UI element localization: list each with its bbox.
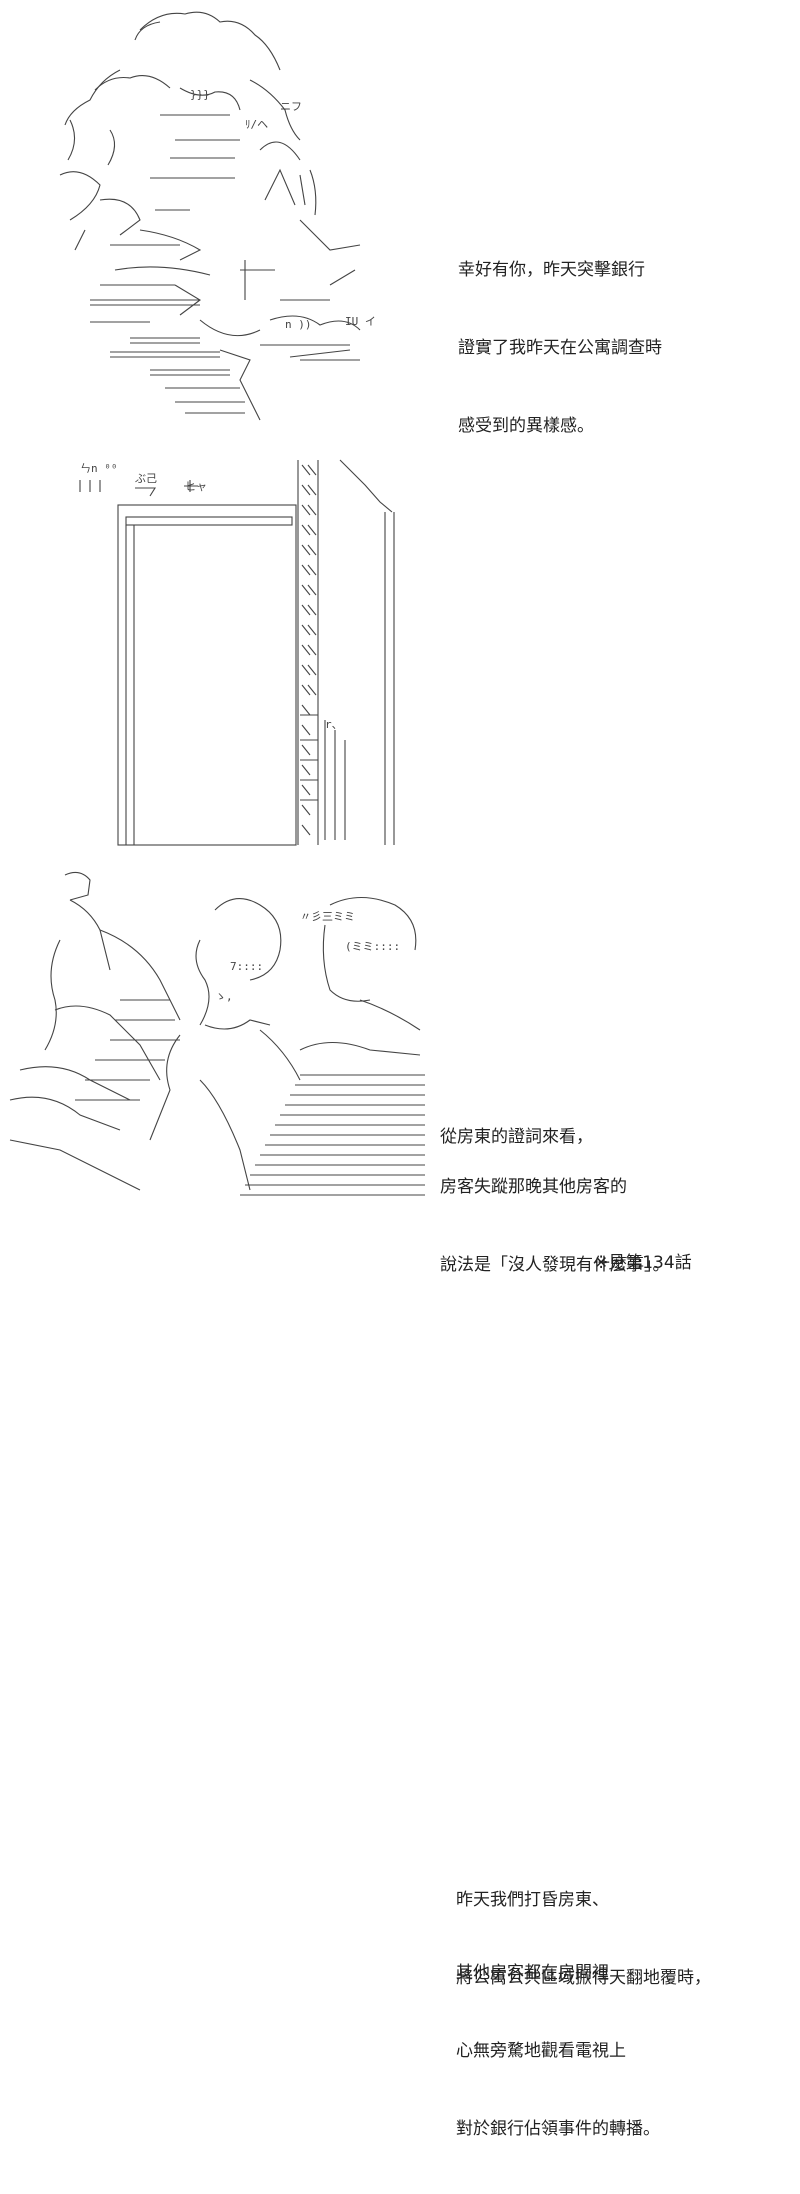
caption-line: 幸好有你，昨天突擊銀行: [458, 260, 645, 280]
dialogue-caption: 幸好有你，昨天突擊銀行 證實了我昨天在公寓調查時 感受到的異樣感。: [458, 205, 662, 491]
svg-text:(ミミ::::: (ミミ::::: [345, 940, 400, 953]
crowd-watching-tv-ascii-art: 7:::: ゝ, 〃彡三ミミ (ミミ::::: [9, 871, 425, 1196]
reference-note-text: ※見第134話: [594, 1253, 692, 1273]
svg-text:〃彡三ミミ: 〃彡三ミミ: [300, 910, 355, 923]
apartment-doorway-ascii-art: ㄣn ⁰⁰ ぶ己 ヒャ r、: [79, 459, 395, 846]
svg-text:ニフ: ニフ: [280, 100, 302, 113]
narration-caption: 從房東的證詞來看，: [440, 1072, 593, 1202]
manga-panel-1: n )) IU イ ニフ ﾘ/ヘ }}} 幸好有你，昨天突擊銀行 證實了我昨天在…: [0, 0, 800, 440]
svg-text:IU イ: IU イ: [345, 315, 376, 328]
caption-line: 從房東的證詞來看，: [440, 1127, 593, 1147]
manga-panel-2: ㄣn ⁰⁰ ぶ己 ヒャ r、 從房東的證詞來看， 房客失蹤那晚其他房客的 說法是…: [0, 440, 800, 1275]
caption-line: 感受到的異樣感。: [458, 416, 594, 436]
svg-text:r、: r、: [325, 718, 343, 731]
manga-panel-3: 7:::: ゝ, 〃彡三ミミ (ミミ:::: 昨天我們打昏房東、 將公寓公共區域…: [0, 850, 800, 2139]
svg-text:ゝ,: ゝ,: [215, 990, 233, 1003]
caption-line: 對於銀行佔領事件的轉播。: [456, 2119, 660, 2139]
figure-hatch: [75, 999, 180, 1101]
caption-line: 房客失蹤那晚其他房客的: [440, 1177, 627, 1197]
caption-line: 證實了我昨天在公寓調查時: [458, 338, 662, 358]
caption-line: 心無旁騖地觀看電視上: [456, 2041, 626, 2061]
svg-text:ﾘ/ヘ: ﾘ/ヘ: [245, 118, 268, 131]
svg-text:7::::: 7::::: [230, 960, 263, 973]
svg-text:}}}: }}}: [190, 88, 210, 101]
reference-note: ※見第134話: [594, 1198, 692, 1328]
art-label: ㄣn ⁰⁰: [80, 462, 118, 475]
art-label: ぶ己: [135, 472, 157, 485]
hero-face-ascii-art: n )) IU イ ニフ ﾘ/ヘ }}}: [59, 11, 376, 421]
svg-text:n )): n )): [285, 318, 312, 331]
face-stripes: [90, 114, 350, 414]
narration-caption: 其他房客都在房間裡 心無旁騖地觀看電視上 對於銀行佔領事件的轉播。: [456, 1908, 660, 2194]
wall-hatch: [301, 464, 317, 836]
shadow-hatch: [240, 1074, 425, 1196]
caption-line: 其他房客都在房間裡: [456, 1963, 609, 1983]
